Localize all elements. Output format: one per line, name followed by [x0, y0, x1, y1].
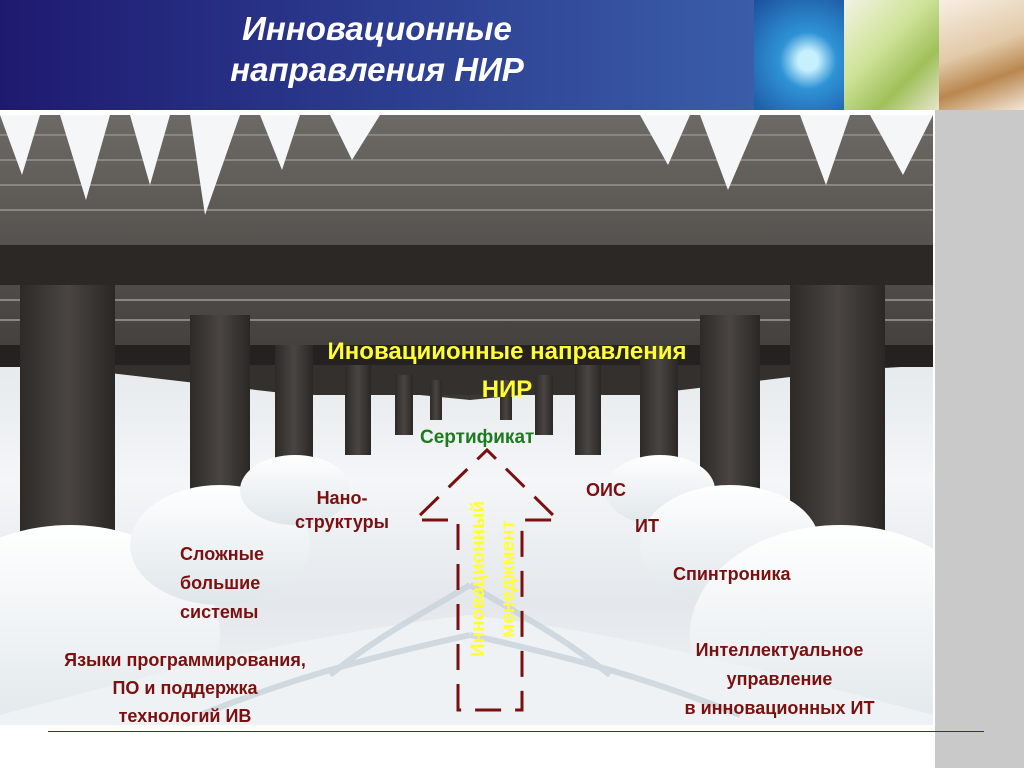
- dashed-arrow: [411, 447, 562, 712]
- intellectual-management-label: Интеллектуальное управление в инновацион…: [684, 640, 875, 718]
- nano-structures-label: Нано- структуры: [294, 488, 389, 532]
- slide-header: Инновационные направления НИР: [0, 0, 754, 110]
- arrow-label-line2: менеджмент: [498, 520, 519, 638]
- header-thumbnails: [754, 0, 1024, 110]
- complex-systems-label: Сложные большие системы: [180, 544, 264, 622]
- programming-languages-label: Языки программирования, ПО и поддержка т…: [64, 650, 306, 726]
- arrow-label-line1: Инновационный: [468, 500, 489, 658]
- ois-label: ОИС: [586, 480, 626, 500]
- footer-divider: [48, 731, 984, 732]
- keyboard-image-icon: [844, 0, 939, 110]
- pier-illustration: [0, 115, 933, 725]
- slide-title: Инновационные направления НИР: [230, 10, 524, 88]
- right-gray-strip: [935, 110, 1024, 768]
- it-label: ИТ: [635, 516, 659, 536]
- certificate-label: Сертификат: [420, 427, 535, 448]
- pier-photo: [0, 115, 933, 725]
- pen-image-icon: [939, 0, 1024, 110]
- clock-image-icon: [754, 0, 844, 110]
- diagram-title: Иновациионные направления НИР: [327, 338, 687, 403]
- spintronics-label: Спинтроника: [673, 564, 791, 584]
